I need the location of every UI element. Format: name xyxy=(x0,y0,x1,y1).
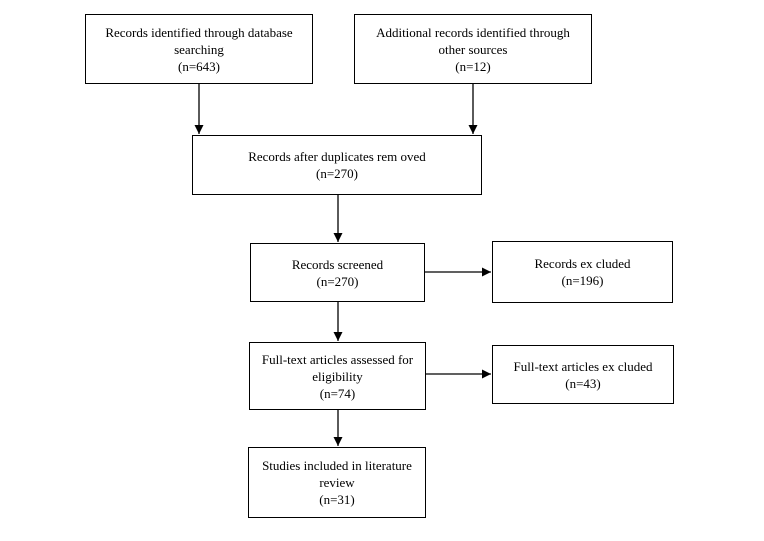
box-text-line: (n=31) xyxy=(319,492,355,507)
box-text-line: (n=196) xyxy=(561,273,604,288)
box-text-line: other sources xyxy=(438,41,508,57)
box-text-line: Records after duplicates rem oved xyxy=(248,149,426,164)
box-text-line: Records ex cluded xyxy=(534,256,631,271)
box-text-line: Full-text articles ex cluded xyxy=(513,358,653,374)
flow-box-records-screened: Records screened (n=270) xyxy=(250,243,425,302)
flow-box-additional-records-other-sources: Additional records identified through ot… xyxy=(354,14,592,84)
box-text-line: (n=74) xyxy=(319,385,356,401)
flow-box-studies-included: Studies included in literature review (n… xyxy=(248,447,426,518)
flow-box-fulltext-articles-excluded: Full-text articles ex cluded (n=43) xyxy=(492,345,674,404)
box-text-line: (n=270) xyxy=(316,166,358,181)
flow-box-records-after-duplicates-removed: Records after duplicates rem oved (n=270… xyxy=(192,135,482,195)
flow-box-records-identified-database: Records identified through database sear… xyxy=(85,14,313,84)
box-text-line: searching xyxy=(174,41,224,57)
box-text-line: (n=270) xyxy=(316,273,359,289)
flow-box-fulltext-articles-assessed: Full-text articles assessed for eligibil… xyxy=(249,342,426,410)
box-text-line: (n=643) xyxy=(178,58,220,74)
box-text-line: Records identified through database xyxy=(105,24,293,40)
box-text-line: (n=12) xyxy=(455,58,491,74)
box-text-line: review xyxy=(319,475,355,490)
box-text-line: Full-text articles assessed for xyxy=(261,351,414,367)
box-text-line: Additional records identified through xyxy=(376,24,570,40)
box-text-line: (n=43) xyxy=(565,375,601,391)
box-text-line: Studies included in literature xyxy=(262,458,412,473)
box-text-line: Records screened xyxy=(291,256,384,272)
box-text-line: eligibility xyxy=(312,368,363,384)
flow-box-records-excluded: Records ex cluded (n=196) xyxy=(492,241,673,303)
